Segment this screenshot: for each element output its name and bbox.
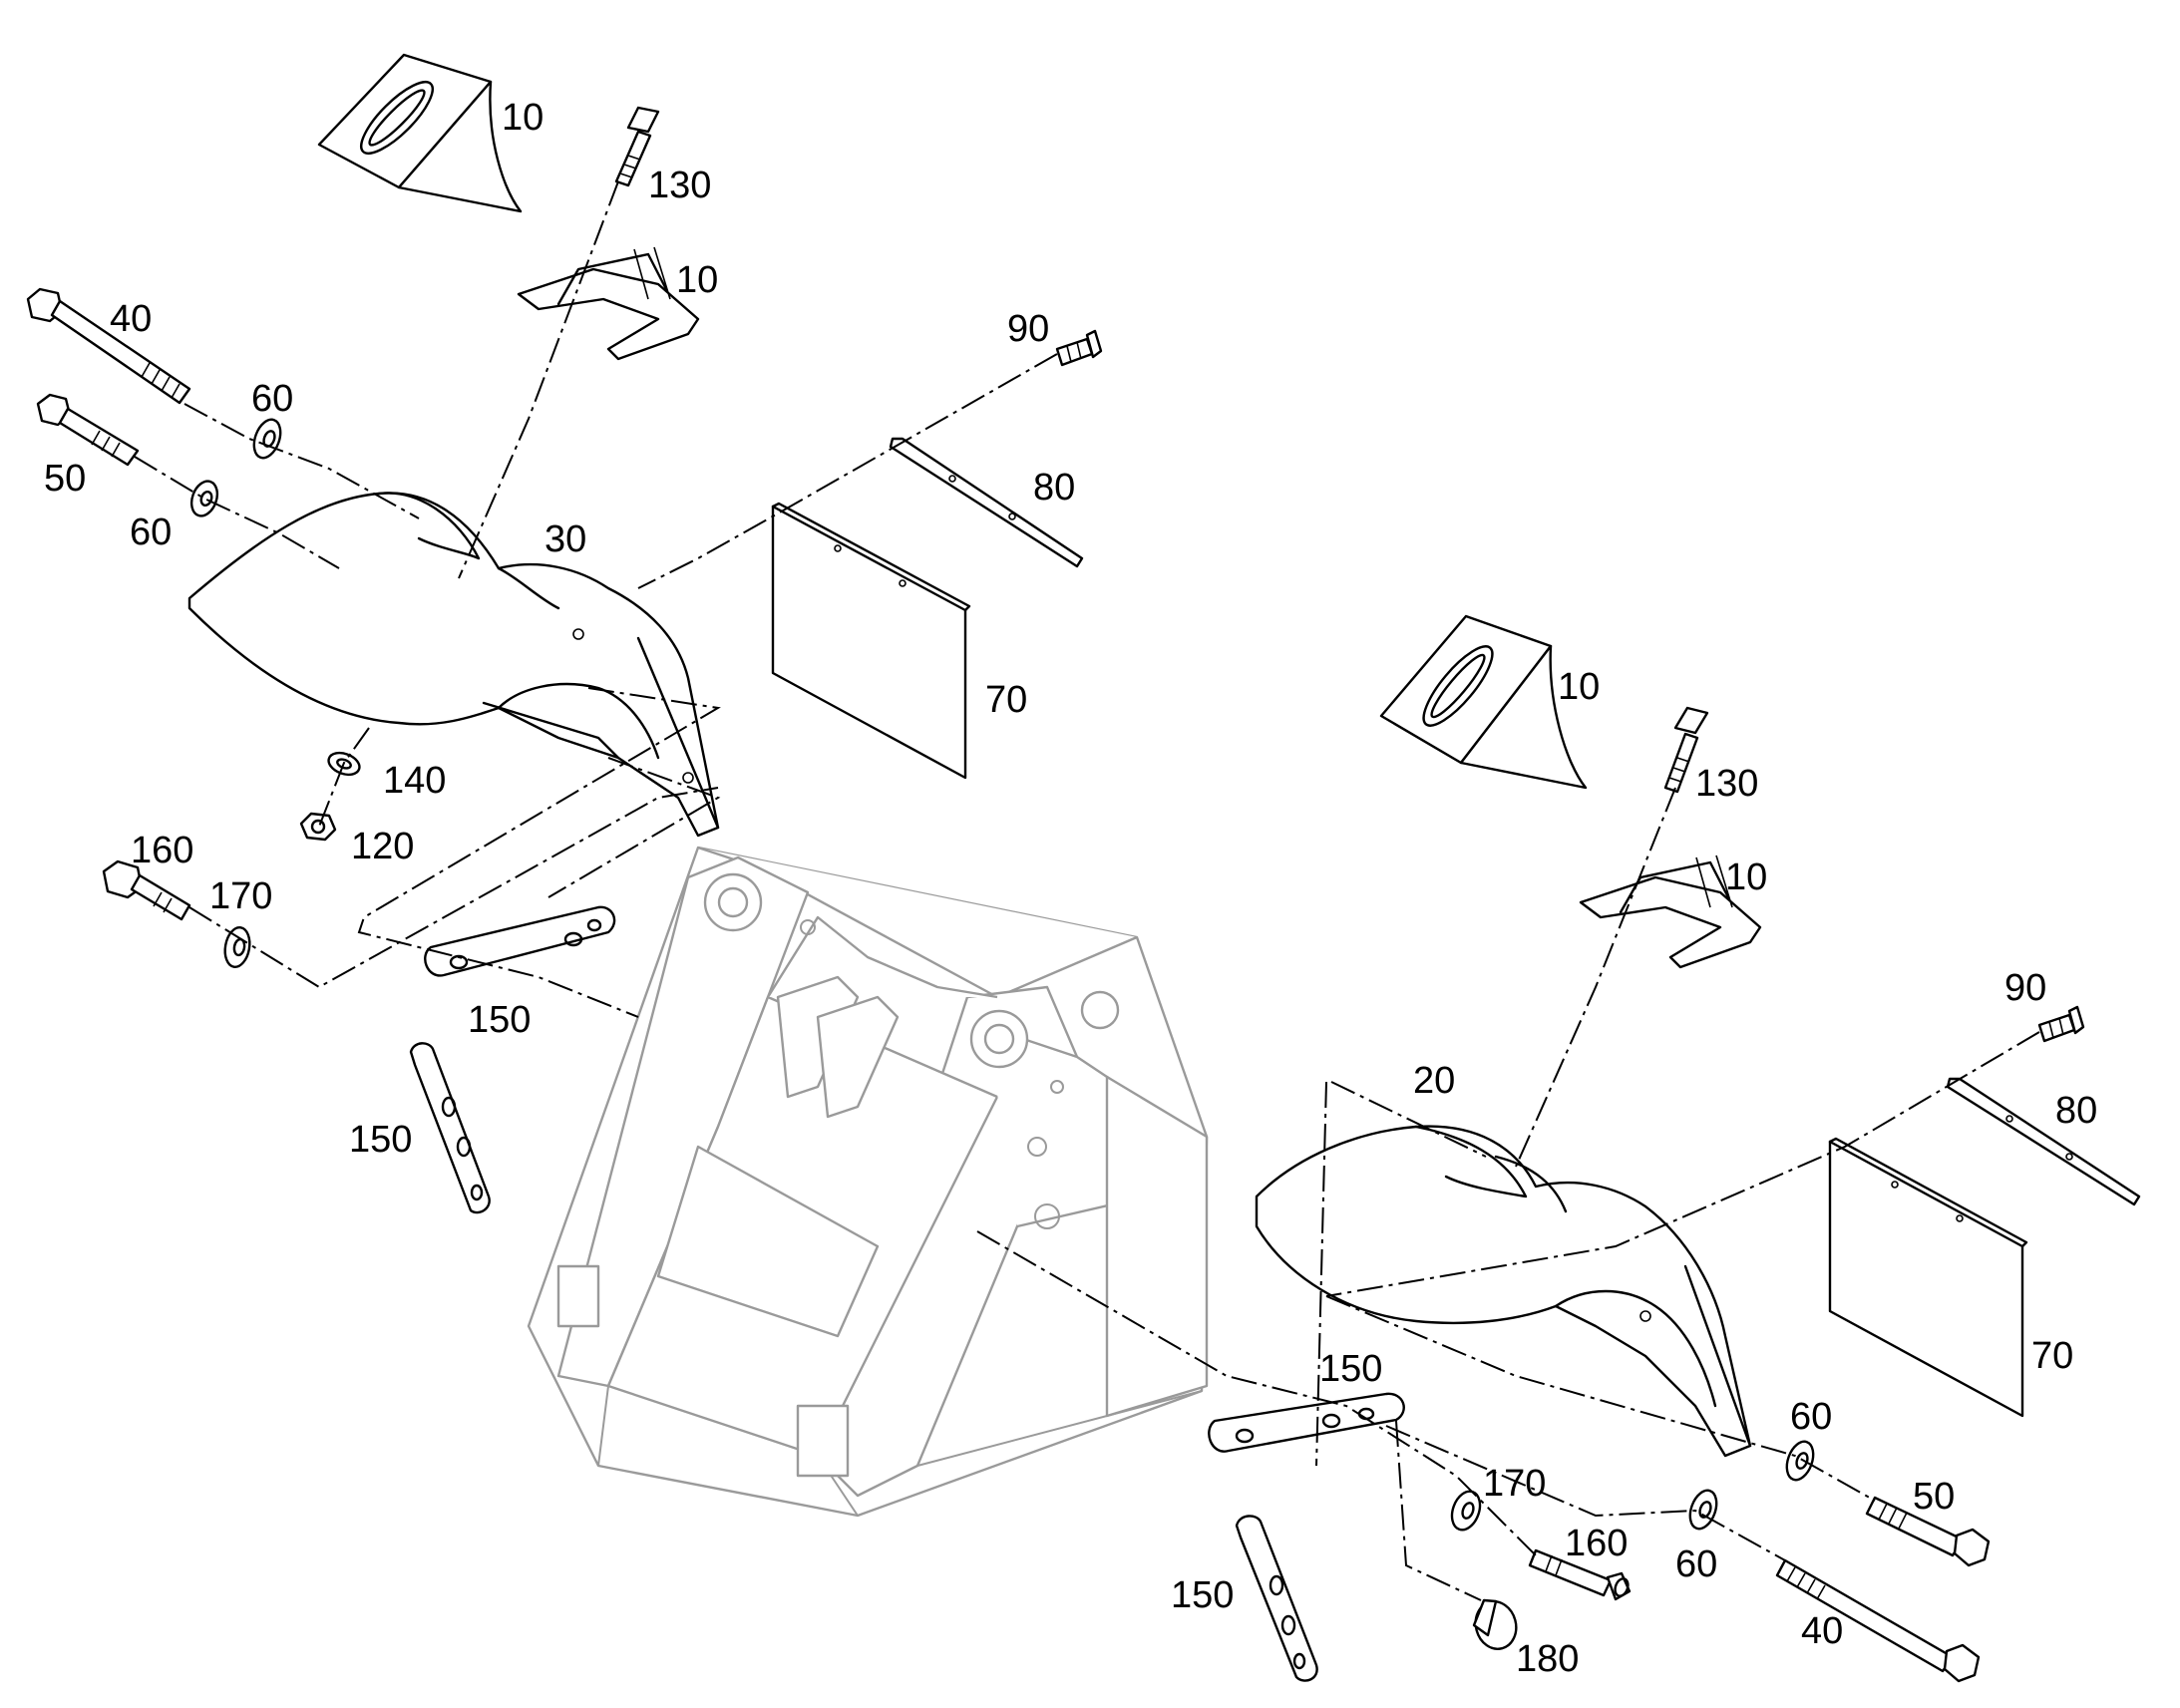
callout-40-a: 40 <box>110 298 152 340</box>
part-60-washer-right-a <box>1785 1440 1815 1482</box>
callout-150-a: 150 <box>468 999 531 1041</box>
part-180-cap <box>1472 1598 1518 1650</box>
callout-170-a: 170 <box>209 875 272 917</box>
callout-150-c: 150 <box>1319 1348 1382 1390</box>
callout-60-a: 60 <box>251 378 293 420</box>
part-90-screw-left <box>1055 329 1103 367</box>
part-40-long-bolt-left <box>26 287 191 405</box>
part-70-flap-right <box>1828 1137 2028 1418</box>
part-130-bolt-left <box>614 106 660 187</box>
callout-50-b: 50 <box>1913 1476 1955 1518</box>
callout-90-a: 90 <box>1007 308 1049 350</box>
callout-10-d: 10 <box>1725 856 1767 898</box>
callout-70-b: 70 <box>2031 1335 2073 1377</box>
assembly-lines-right <box>976 787 2040 1601</box>
part-10-bracket-right <box>1579 854 1762 969</box>
callout-60-d: 60 <box>1675 1543 1717 1585</box>
part-90-screw-right <box>2037 1005 2085 1043</box>
part-80-strip-left <box>889 437 1084 568</box>
part-150-plate-left-vertical <box>409 1042 491 1214</box>
part-70-flap-left <box>771 502 971 780</box>
callout-50-a: 50 <box>44 458 86 500</box>
callout-130-a: 130 <box>648 165 711 206</box>
callout-180: 180 <box>1516 1638 1579 1680</box>
part-50-bolt-right <box>1865 1496 1991 1567</box>
part-150-plate-right-vertical <box>1235 1515 1318 1682</box>
callout-60-c: 60 <box>1790 1396 1832 1438</box>
callout-160-a: 160 <box>131 830 193 871</box>
part-10-flap-right <box>1379 614 1588 790</box>
part-160-bolt-right <box>1528 1548 1632 1601</box>
part-130-bolt-right <box>1663 706 1709 794</box>
part-60-washer-left-a <box>252 418 282 460</box>
callout-120: 120 <box>351 826 414 867</box>
callout-160-b: 160 <box>1565 1523 1628 1564</box>
callout-labels: 10 130 10 40 60 90 50 80 60 30 70 10 140… <box>44 97 2097 1680</box>
part-60-washer-right-b <box>1688 1489 1718 1531</box>
callout-10-c: 10 <box>1558 666 1600 708</box>
callout-80-b: 80 <box>2055 1090 2097 1132</box>
part-10-flap-upper-left <box>317 53 523 213</box>
callout-30: 30 <box>545 518 586 560</box>
callout-150-b: 150 <box>349 1119 412 1161</box>
callout-90-b: 90 <box>2004 967 2046 1009</box>
callout-10-b: 10 <box>676 259 718 301</box>
callout-80-a: 80 <box>1033 467 1075 509</box>
callout-60-b: 60 <box>130 512 172 553</box>
callout-170-b: 170 <box>1483 1463 1546 1505</box>
callout-150-d: 150 <box>1171 1574 1234 1616</box>
callout-140: 140 <box>383 760 446 802</box>
part-150-plate-left-horizontal <box>424 905 616 977</box>
vehicle-frame <box>527 846 1209 1518</box>
part-120-nut <box>299 812 337 842</box>
part-80-strip-right <box>1946 1077 2141 1206</box>
part-20-mudguard-right <box>1255 1125 1752 1458</box>
part-40-long-bolt-right <box>1775 1558 1981 1683</box>
part-170-washer-right <box>1450 1490 1482 1532</box>
part-30-mudguard-left <box>187 492 720 838</box>
part-170-washer-left <box>223 925 251 969</box>
callout-10-a: 10 <box>502 97 544 139</box>
assembly-lines-left <box>134 180 1058 1018</box>
part-60-washer-left-b <box>189 480 219 517</box>
callout-70-a: 70 <box>985 679 1027 721</box>
callout-40-b: 40 <box>1801 1610 1843 1652</box>
callout-20: 20 <box>1413 1060 1455 1102</box>
part-10-bracket-left <box>517 246 700 361</box>
callout-130-b: 130 <box>1695 763 1758 805</box>
part-150-plate-right-horizontal <box>1208 1392 1405 1453</box>
part-50-bolt-left <box>36 393 140 467</box>
part-160-bolt-left <box>102 859 191 921</box>
